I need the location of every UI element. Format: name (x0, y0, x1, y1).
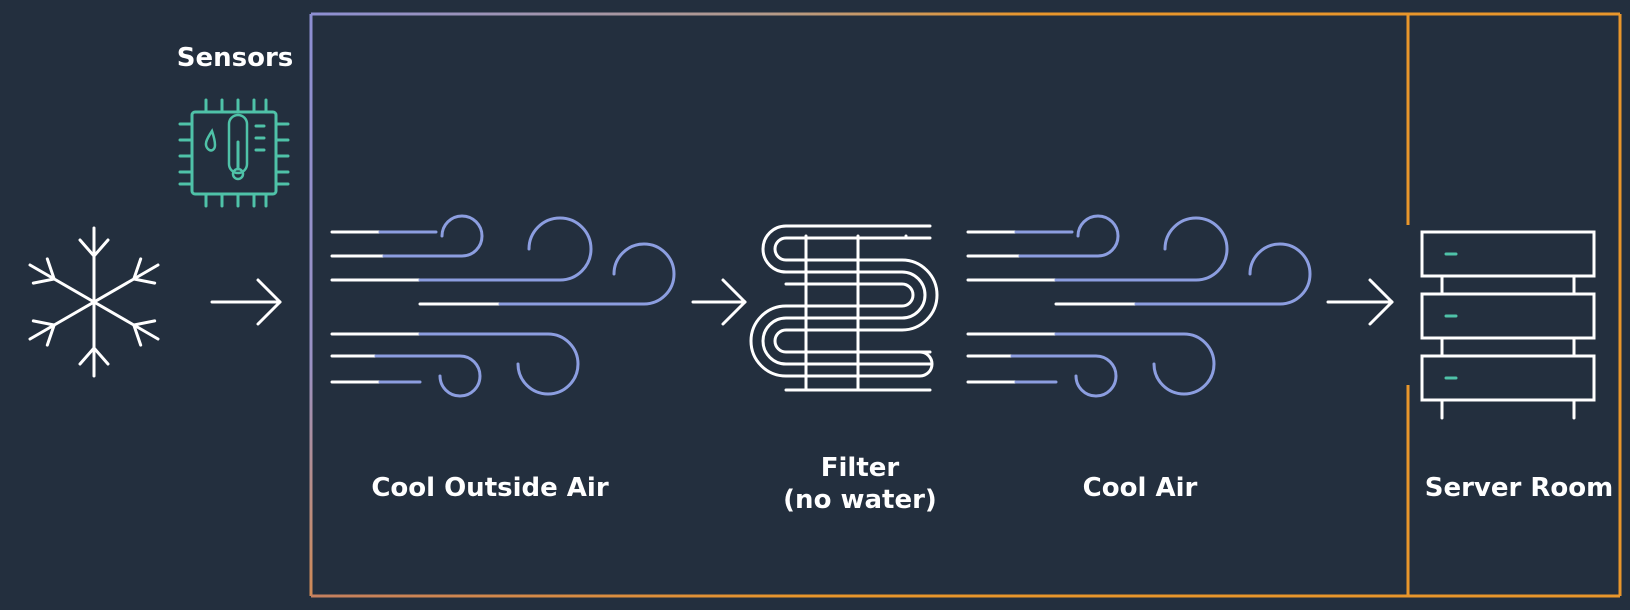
filter-coil-icon (749, 224, 939, 392)
filter-label: Filter (no water) (745, 452, 975, 516)
server-rack-icon (1420, 230, 1596, 420)
facility-boundary (309, 12, 1622, 598)
sensor-chip-thermometer-icon (178, 98, 290, 208)
server-room-label: Server Room (1424, 473, 1614, 503)
wind-icon (966, 214, 1312, 398)
arrow-right-icon (1326, 278, 1394, 326)
snowflake-icon (28, 226, 160, 378)
wind-icon (330, 214, 676, 398)
cool-air-label: Cool Air (1082, 473, 1198, 503)
filter-label-line2: (no water) (783, 485, 937, 515)
arrow-right-icon (210, 278, 282, 326)
cool-outside-air-label: Cool Outside Air (371, 473, 609, 503)
sensors-label: Sensors (176, 43, 294, 73)
filter-label-line1: Filter (820, 453, 900, 483)
arrow-right-icon (691, 278, 747, 326)
